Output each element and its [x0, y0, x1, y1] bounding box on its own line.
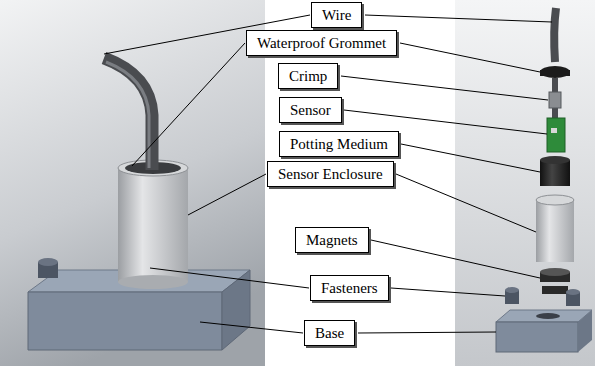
fastener	[38, 258, 58, 266]
grommet	[540, 66, 570, 78]
leader-line	[132, 43, 245, 166]
wire-highlight	[106, 62, 149, 168]
base-front	[28, 292, 222, 350]
part-name: Waterproof Grommet	[257, 34, 386, 52]
enclosure	[118, 275, 188, 289]
leader-line	[391, 288, 505, 296]
base-side	[222, 270, 250, 350]
leader-line	[365, 15, 552, 22]
potting	[540, 156, 570, 164]
leader-line	[401, 144, 540, 172]
label-box: Waterproof Grommet	[246, 30, 397, 56]
sensor-board	[547, 118, 565, 152]
leader-line	[150, 268, 309, 288]
label-box: Crimp	[278, 63, 338, 89]
part-name: Base	[315, 324, 344, 342]
part-name: Potting Medium	[290, 135, 388, 153]
label-box: Potting Medium	[279, 131, 399, 157]
part-name: Magnets	[306, 231, 358, 249]
base-top	[496, 310, 592, 322]
enclosure	[536, 200, 574, 262]
leader-line	[200, 322, 303, 333]
part-name: Fasteners	[321, 279, 378, 297]
enclosure	[118, 168, 188, 282]
left-panel	[0, 0, 265, 366]
leader-line	[371, 240, 540, 278]
grommet	[540, 70, 570, 76]
wire	[104, 58, 152, 170]
leader-line	[188, 174, 266, 215]
magnet	[542, 286, 568, 294]
leader-line	[341, 76, 548, 100]
fastener	[505, 287, 519, 293]
leader-line	[358, 332, 496, 333]
crimp	[549, 92, 561, 108]
base-side	[578, 310, 592, 352]
label-box: Sensor	[279, 97, 342, 123]
label-box: Wire	[311, 2, 362, 28]
label-box: Fasteners	[310, 275, 389, 301]
sensor-chip	[551, 128, 557, 133]
enclosure	[536, 195, 574, 205]
right-panel	[455, 0, 595, 366]
base-hole	[536, 313, 560, 319]
fastener	[566, 289, 580, 295]
part-name: Sensor	[290, 101, 331, 119]
part-name: Wire	[322, 6, 351, 24]
magnet	[540, 268, 570, 276]
label-box: Sensor Enclosure	[267, 161, 394, 187]
base-front	[496, 322, 578, 352]
leader-line	[396, 174, 536, 232]
wire	[554, 8, 556, 62]
leader-line	[400, 43, 540, 72]
part-name: Crimp	[289, 67, 327, 85]
label-box: Base	[304, 320, 355, 346]
part-name: Sensor Enclosure	[278, 165, 383, 183]
label-box: Magnets	[295, 227, 369, 253]
